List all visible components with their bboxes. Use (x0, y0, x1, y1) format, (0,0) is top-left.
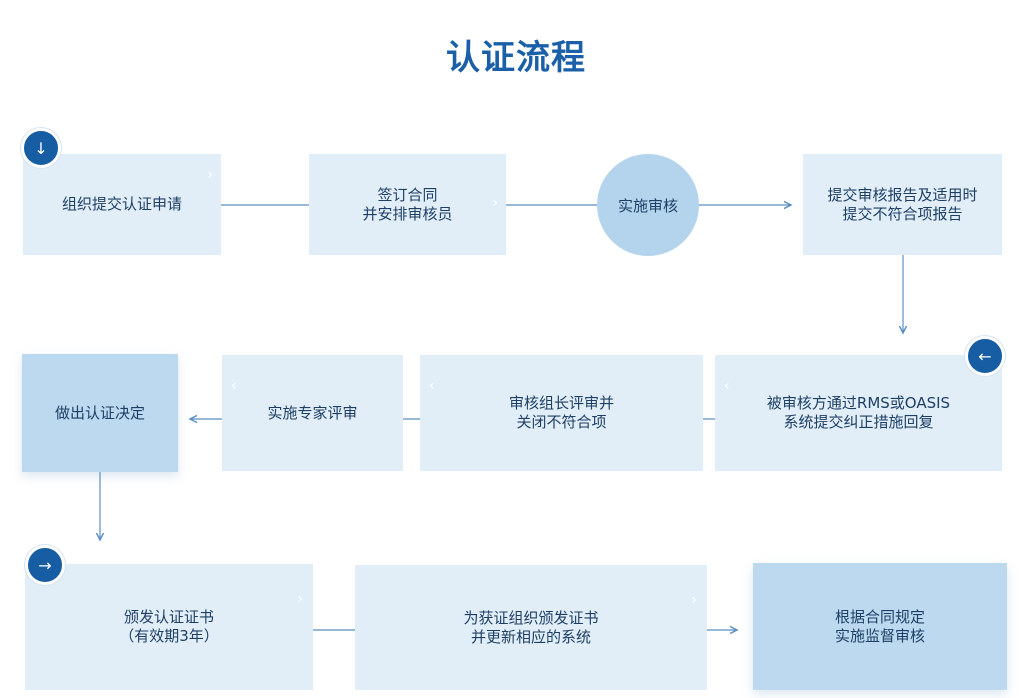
step-issue-certificate: 颁发认证证书 （有效期3年） › (25, 564, 313, 690)
step-update-system: 为获证组织颁发证书 并更新相应的系统 › (355, 565, 707, 690)
chevron-left-icon: ‹ (231, 378, 237, 394)
arrow-left-icon: ← (965, 336, 1005, 376)
step-certification-decision: 做出认证决定 (22, 354, 178, 472)
step-expert-review: 实施专家评审 ‹ (222, 355, 403, 471)
step-submit-application: 组织提交认证申请 › (23, 154, 221, 255)
step-label: 被审核方通过RMS或OASIS 系统提交纠正措施回复 (766, 394, 951, 431)
step-lead-review: 审核组长评审并 关闭不符合项 ‹ (420, 355, 703, 471)
chevron-right-icon: › (691, 592, 697, 608)
chevron-right-icon: › (297, 591, 303, 607)
arrow-right-icon: → (25, 545, 65, 585)
step-label: 签订合同 并安排审核员 (362, 185, 453, 223)
step-conduct-audit: 实施审核 (597, 154, 699, 256)
arrow-down-icon: ↓ (21, 128, 61, 168)
step-submit-report: 提交审核报告及适用时 提交不符合项报告 (803, 154, 1002, 255)
page-title: 认证流程 (446, 38, 586, 78)
step-label: 组织提交认证申请 (61, 195, 182, 213)
step-corrective-action-reply: 被审核方通过RMS或OASIS 系统提交纠正措施回复 ‹ (715, 355, 1002, 471)
step-sign-contract: 签订合同 并安排审核员 › (309, 154, 506, 255)
chevron-right-icon: › (207, 167, 213, 183)
step-surveillance-audit: 根据合同规定 实施监督审核 (753, 563, 1007, 690)
chevron-left-icon: ‹ (724, 378, 730, 394)
chevron-right-icon: › (492, 195, 498, 211)
step-label: 颁发认证证书 （有效期3年） (119, 608, 219, 645)
step-label: 实施审核 (617, 196, 678, 215)
step-label: 根据合同规定 实施监督审核 (834, 607, 925, 645)
step-label: 实施专家评审 (267, 403, 358, 422)
step-label: 做出认证决定 (54, 403, 145, 422)
chevron-left-icon: ‹ (429, 378, 435, 394)
step-label: 为获证组织颁发证书 并更新相应的系统 (463, 608, 599, 646)
step-label: 提交审核报告及适用时 提交不符合项报告 (827, 185, 978, 223)
step-label: 审核组长评审并 关闭不符合项 (508, 394, 614, 431)
